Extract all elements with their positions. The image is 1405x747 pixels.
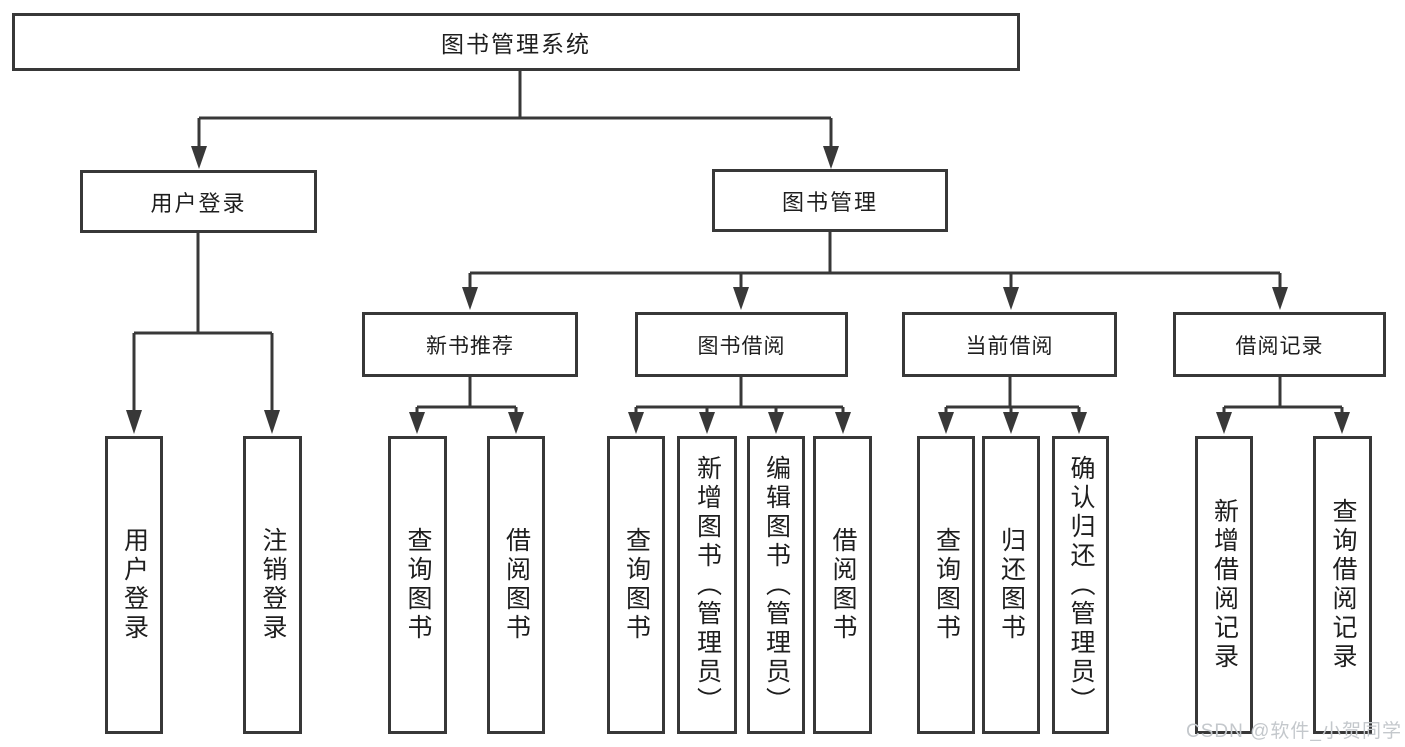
leaf-user-login: 用户登录 xyxy=(105,436,163,734)
leaf-borrow-books-recommend: 借阅图书 xyxy=(487,436,545,734)
node-label: 借阅记录 xyxy=(1235,334,1324,358)
csdn-watermark: CSDN @软件_小贺同学 xyxy=(1186,721,1402,742)
leaf-borrow-books-borrowing: 借阅图书 xyxy=(813,436,872,734)
node-label: 归还图书 xyxy=(997,527,1026,643)
node-label: 新增图书（管理员） xyxy=(693,454,722,716)
connector-borrow-records-children xyxy=(1216,377,1350,434)
node-label: 注销登录 xyxy=(259,527,287,643)
node-label: 确认归还（管理员） xyxy=(1067,454,1095,716)
leaf-query-borrow-record: 查询借阅记录 xyxy=(1313,436,1372,734)
node-book-management: 图书管理 xyxy=(712,169,948,232)
node-label: 当前借阅 xyxy=(965,334,1054,358)
leaf-query-books-current: 查询图书 xyxy=(917,436,975,734)
node-label: 编辑图书（管理员） xyxy=(762,454,791,716)
node-label: 新书推荐 xyxy=(426,334,514,358)
connector-user-login-children xyxy=(126,233,280,434)
node-label: 借阅图书 xyxy=(829,527,857,643)
leaf-query-books-recommend: 查询图书 xyxy=(388,436,447,734)
node-label: 查询图书 xyxy=(404,527,432,643)
node-label: 图书管理系统 xyxy=(441,31,591,57)
node-label: 查询图书 xyxy=(622,527,651,643)
leaf-edit-book-admin: 编辑图书（管理员） xyxy=(747,436,805,734)
connector-book-borrow-children xyxy=(628,377,851,434)
leaf-add-borrow-record: 新增借阅记录 xyxy=(1195,436,1253,734)
node-book-borrowing: 图书借阅 xyxy=(635,312,848,377)
node-new-book-recommendation: 新书推荐 xyxy=(362,312,578,377)
leaf-query-books-borrowing: 查询图书 xyxy=(607,436,665,734)
node-borrowing-records: 借阅记录 xyxy=(1173,312,1386,377)
node-current-borrowing: 当前借阅 xyxy=(902,312,1117,377)
leaf-logout: 注销登录 xyxy=(243,436,302,734)
leaf-confirm-return-admin: 确认归还（管理员） xyxy=(1052,436,1109,734)
connector-root-children xyxy=(191,71,839,169)
node-label: 用户登录 xyxy=(120,527,149,643)
node-label: 新增借阅记录 xyxy=(1210,498,1239,672)
leaf-add-book-admin: 新增图书（管理员） xyxy=(677,436,737,734)
node-label: 查询图书 xyxy=(932,527,961,643)
connector-new-book-rec-children xyxy=(409,377,524,434)
connector-book-mgmt-children xyxy=(462,232,1288,310)
leaf-return-book: 归还图书 xyxy=(982,436,1040,734)
node-label: 用户登录 xyxy=(150,190,247,216)
node-label: 查询借阅记录 xyxy=(1329,498,1357,672)
node-label: 图书管理 xyxy=(781,189,878,215)
connector-current-borrow-children xyxy=(938,377,1087,434)
node-label: 图书借阅 xyxy=(697,334,786,358)
node-user-login: 用户登录 xyxy=(80,170,317,233)
node-label: 借阅图书 xyxy=(502,527,531,643)
node-root-system: 图书管理系统 xyxy=(12,13,1020,71)
